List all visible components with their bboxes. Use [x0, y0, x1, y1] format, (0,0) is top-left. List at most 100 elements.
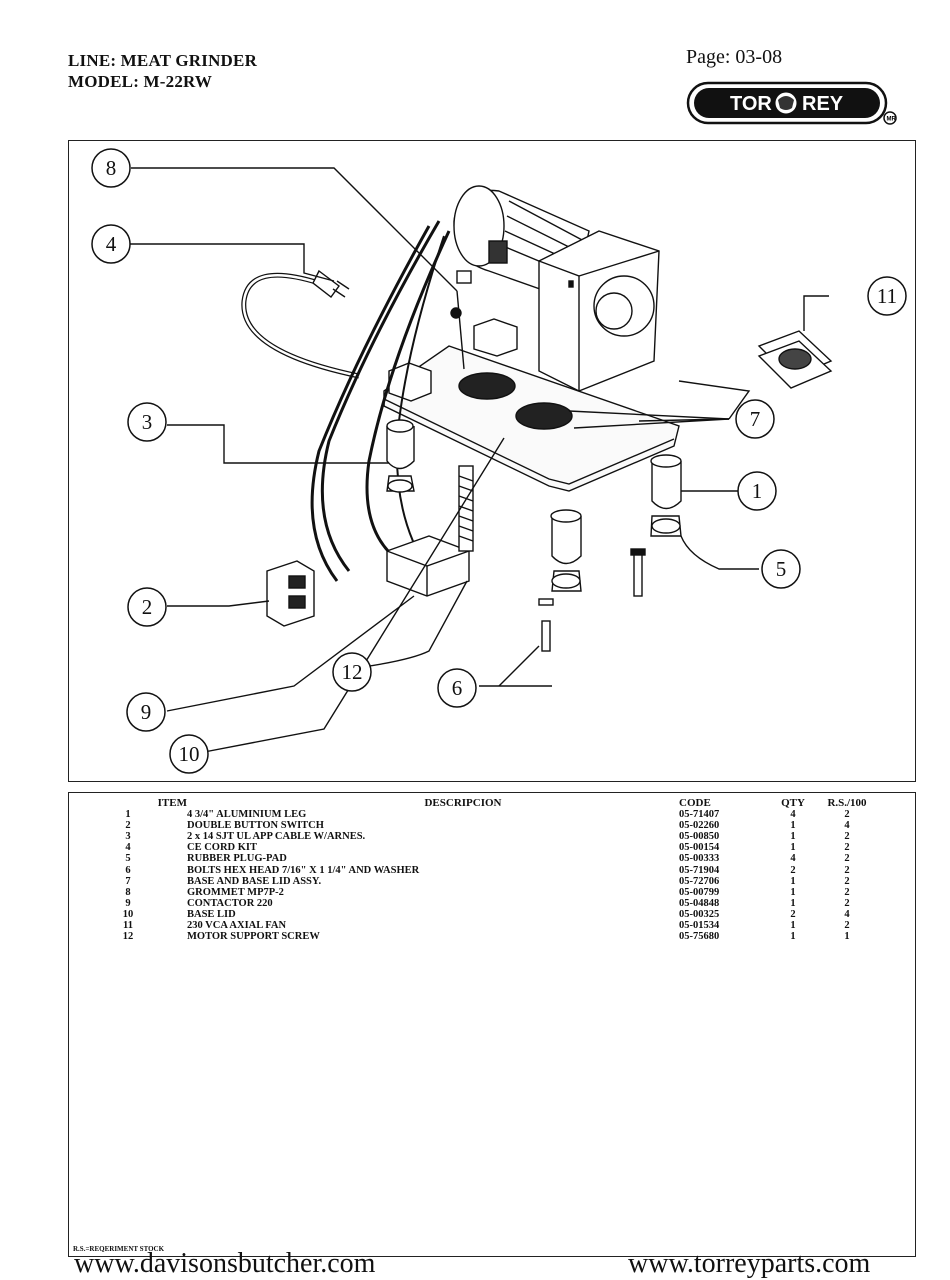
code-cell: 05-00799 — [679, 886, 720, 898]
code-cell: 05-01534 — [679, 919, 720, 931]
table-row: 8 GROMMET MP7P-2 05-00799 1 2 — [69, 887, 877, 898]
code-cell: 05-00154 — [679, 842, 720, 854]
header-description: DESCRIPCION — [424, 796, 502, 809]
line-label: LINE: MEAT GRINDER — [68, 51, 258, 70]
code-cell: 05-71904 — [679, 864, 720, 876]
logo-left-text: TOR — [730, 93, 772, 115]
exploded-diagram: 8 4 11 3 7 1 5 2 12 6 9 10 — [68, 140, 916, 782]
table-row: 10 BASE LID 05-00325 2 4 — [69, 909, 877, 920]
item-cell: 11 — [123, 919, 133, 931]
description-cell: 2 x 14 SJT UL APP CABLE W/ARNES. — [187, 831, 366, 843]
callout-2: 2 — [142, 595, 153, 619]
header-rs: R.S./100 — [827, 796, 867, 809]
footer-left-url[interactable]: www.davisonsbutcher.com — [74, 1248, 376, 1279]
callout-3: 3 — [142, 410, 153, 434]
code-cell: 05-00325 — [679, 908, 720, 920]
item-cell: 3 — [125, 831, 131, 843]
table-row: 7 BASE AND BASE LID ASSY. 05-72706 1 2 — [69, 876, 877, 887]
header-qty: QTY — [781, 796, 805, 809]
fan — [757, 330, 833, 389]
rs-cell: 2 — [844, 853, 850, 865]
description-cell: CE CORD KIT — [187, 842, 258, 854]
logo-right-text: REY — [802, 93, 844, 115]
rs-cell: 2 — [844, 919, 850, 931]
code-cell: 05-02260 — [679, 820, 720, 832]
qty-cell: 1 — [790, 931, 796, 943]
rs-cell: 2 — [844, 831, 850, 843]
callout-8: 8 — [106, 156, 117, 180]
callout-7: 7 — [750, 407, 761, 431]
header-line-model: LINE: MEAT GRINDER MODEL: M-22RW — [68, 50, 257, 92]
table-row: 3 2 x 14 SJT UL APP CABLE W/ARNES. 05-0085… — [69, 831, 877, 842]
table-row: 12 MOTOR SUPPORT SCREW 05-75680 1 1 — [69, 931, 877, 942]
qty-cell: 1 — [790, 919, 796, 931]
rs-cell: 4 — [844, 820, 850, 832]
parts-table: ITEM DESCRIPCION CODE QTY R.S./100 1 4 3/… — [69, 797, 877, 942]
qty-cell: 1 — [790, 842, 796, 854]
header-code: CODE — [679, 796, 711, 809]
code-cell: 05-00850 — [679, 831, 720, 843]
motor — [453, 185, 660, 392]
table-row: 4 CE CORD KIT 05-00154 1 2 — [69, 842, 877, 853]
description-cell: 4 3/4" ALUMINIUM LEG — [187, 809, 307, 821]
rs-cell: 2 — [844, 875, 850, 887]
legs — [386, 419, 682, 592]
table-header-row: ITEM DESCRIPCION CODE QTY R.S./100 — [69, 797, 877, 809]
item-cell: 10 — [122, 908, 134, 920]
rs-cell: 4 — [844, 908, 850, 920]
callout-6: 6 — [452, 676, 463, 700]
qty-cell: 4 — [790, 809, 796, 821]
rs-footnote: R.S.=REQERIMENT STOCK — [73, 1245, 165, 1253]
rs-cell: 2 — [844, 886, 850, 898]
rs-cell: 2 — [844, 864, 850, 876]
diagram-drawing: 8 4 11 3 7 1 5 2 12 6 9 10 — [91, 148, 907, 774]
description-cell: BASE LID — [187, 908, 236, 920]
description-cell: 230 VCA AXIAL FAN — [187, 919, 287, 931]
description-cell: BOLTS HEX HEAD 7/16" X 1 1/4" AND WASHER — [187, 864, 420, 876]
description-cell: RUBBER PLUG-PAD — [187, 853, 287, 865]
callout-12: 12 — [342, 660, 363, 684]
table-row: 6 BOLTS HEX HEAD 7/16" X 1 1/4" AND WASHE… — [69, 864, 877, 876]
rs-cell: 2 — [844, 809, 850, 821]
callout-5: 5 — [776, 557, 787, 581]
callout-9: 9 — [141, 700, 152, 724]
item-cell: 8 — [125, 886, 131, 898]
item-cell: 9 — [125, 897, 131, 909]
item-cell: 6 — [125, 864, 131, 876]
callout-11: 11 — [877, 284, 897, 308]
item-cell: 12 — [122, 931, 134, 943]
qty-cell: 1 — [790, 886, 796, 898]
model-label: MODEL: M-22RW — [68, 72, 213, 91]
description-cell: GROMMET MP7P-2 — [187, 886, 284, 898]
item-cell: 5 — [125, 853, 131, 865]
rs-cell: 2 — [844, 897, 850, 909]
qty-cell: 1 — [790, 875, 796, 887]
svg-text:MR: MR — [887, 117, 897, 123]
code-cell: 05-71407 — [679, 809, 720, 821]
qty-cell: 2 — [790, 908, 796, 920]
item-cell: 7 — [125, 875, 131, 887]
description-cell: MOTOR SUPPORT SCREW — [187, 931, 320, 943]
description-cell: CONTACTOR 220 — [187, 897, 273, 909]
code-cell: 05-72706 — [679, 875, 720, 887]
qty-cell: 1 — [790, 820, 796, 832]
qty-cell: 1 — [790, 897, 796, 909]
switch — [266, 560, 315, 627]
rs-cell: 2 — [844, 842, 850, 854]
description-cell: BASE AND BASE LID ASSY. — [187, 875, 322, 887]
callout-10: 10 — [179, 742, 200, 766]
footer-right-url[interactable]: www.torreyparts.com — [628, 1248, 871, 1279]
qty-cell: 4 — [790, 853, 796, 865]
code-cell: 05-04848 — [679, 897, 720, 909]
table-row: 9 CONTACTOR 220 05-04848 1 2 — [69, 898, 877, 909]
callout-1: 1 — [752, 479, 763, 503]
code-cell: 05-75680 — [679, 931, 720, 943]
item-cell: 4 — [125, 842, 131, 854]
qty-cell: 2 — [790, 864, 796, 876]
item-cell: 2 — [125, 820, 131, 832]
rs-cell: 1 — [844, 931, 850, 943]
qty-cell: 1 — [790, 831, 796, 843]
table-row: 11 230 VCA AXIAL FAN 05-01534 1 2 — [69, 920, 877, 931]
